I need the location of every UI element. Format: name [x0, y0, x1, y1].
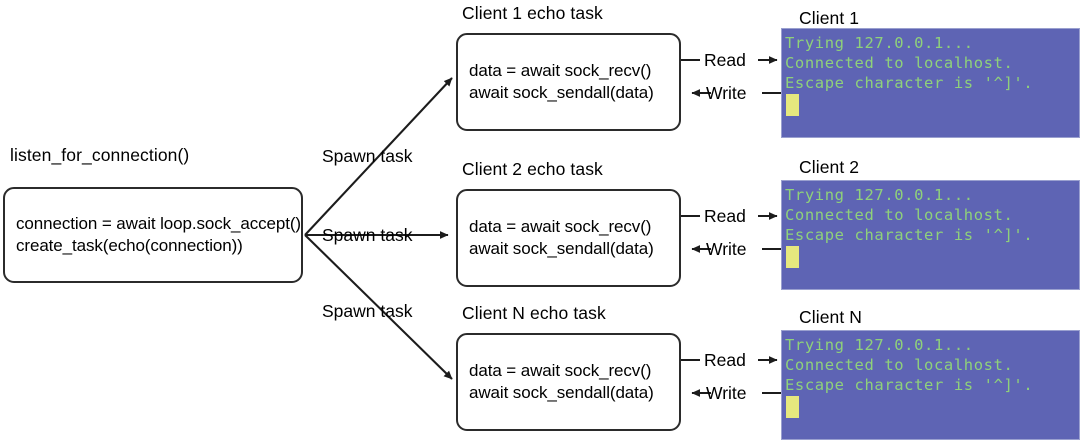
terminal-cursor [786, 246, 799, 268]
listener-code-line: create_task(echo(connection)) [16, 236, 243, 255]
spawn-task-label-1: Spawn task [322, 146, 413, 166]
task-code-line: data = await sock_recv() [469, 361, 652, 380]
task-code-line: data = await sock_recv() [469, 61, 652, 80]
terminal-line: Escape character is '^]'. [785, 226, 1034, 244]
task-box-1[interactable]: data = await sock_recv() await sock_send… [456, 33, 681, 131]
terminal-caption-2: Client 2 [799, 157, 860, 177]
listener-code-line: connection = await loop.sock_accept() [16, 214, 301, 233]
terminal-line: Escape character is '^]'. [785, 74, 1034, 92]
write-label-3: Write [706, 383, 747, 403]
read-label-1: Read [704, 50, 746, 70]
write-label-2: Write [706, 239, 747, 259]
terminal-window-2[interactable]: Trying 127.0.0.1... Connected to localho… [781, 180, 1080, 290]
task-box-3[interactable]: data = await sock_recv() await sock_send… [456, 333, 681, 431]
listener-box[interactable]: connection = await loop.sock_accept() cr… [3, 187, 303, 283]
terminal-line: Escape character is '^]'. [785, 376, 1034, 394]
terminal-window-1[interactable]: Trying 127.0.0.1... Connected to localho… [781, 28, 1080, 138]
terminal-line: Connected to localhost. [785, 356, 1014, 374]
task-caption-2: Client 2 echo task [462, 159, 603, 179]
task-code-line: await sock_sendall(data) [469, 83, 654, 102]
terminal-window-3[interactable]: Trying 127.0.0.1... Connected to localho… [781, 330, 1080, 440]
terminal-line: Trying 127.0.0.1... [785, 186, 974, 204]
spawn-task-label-2: Spawn task [322, 225, 413, 245]
terminal-line: Trying 127.0.0.1... [785, 34, 974, 52]
read-label-3: Read [704, 350, 746, 370]
task-code-line: await sock_sendall(data) [469, 239, 654, 258]
terminal-caption-3: Client N [799, 307, 863, 327]
terminal-caption-1: Client 1 [799, 8, 860, 28]
write-label-1: Write [706, 83, 747, 103]
task-code-line: await sock_sendall(data) [469, 383, 654, 402]
listener-caption: listen_for_connection() [10, 145, 190, 165]
terminal-line: Connected to localhost. [785, 206, 1014, 224]
read-label-2: Read [704, 206, 746, 226]
terminal-cursor [786, 396, 799, 418]
terminal-line: Trying 127.0.0.1... [785, 336, 974, 354]
terminal-line: Connected to localhost. [785, 54, 1014, 72]
task-box-2[interactable]: data = await sock_recv() await sock_send… [456, 189, 681, 287]
task-code-line: data = await sock_recv() [469, 217, 652, 236]
task-caption-3: Client N echo task [462, 303, 606, 323]
task-caption-1: Client 1 echo task [462, 3, 603, 23]
spawn-task-label-3: Spawn task [322, 301, 413, 321]
terminal-cursor [786, 94, 799, 116]
